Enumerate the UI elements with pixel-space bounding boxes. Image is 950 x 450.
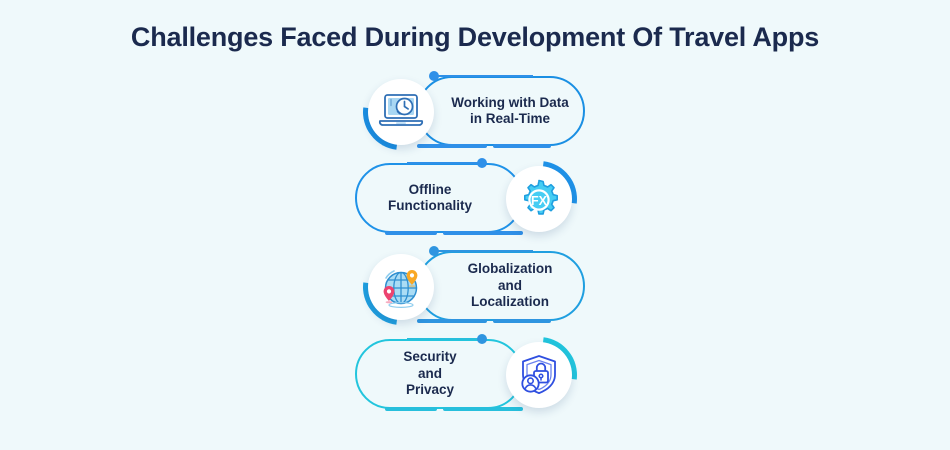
accent-line-right bbox=[493, 144, 551, 148]
challenge-card-offline-functionality[interactable]: FX Offline Functionality bbox=[355, 145, 593, 253]
card-label: Offline Functionality bbox=[363, 163, 497, 233]
globe-pins-icon bbox=[377, 264, 425, 310]
connector-dot bbox=[477, 334, 487, 344]
accent-line-left bbox=[385, 231, 437, 235]
connector-top-line bbox=[407, 162, 485, 164]
connector-dot bbox=[429, 71, 439, 81]
accent-line-right bbox=[443, 407, 523, 411]
card-label: Working with Data in Real-Time bbox=[443, 76, 577, 146]
accent-line-left bbox=[417, 319, 487, 323]
card-label-line: Localization bbox=[470, 294, 549, 310]
challenge-card-working-with-data[interactable]: Working with Data in Real-Time bbox=[347, 58, 585, 166]
accent-line-right bbox=[443, 231, 523, 235]
card-label-line: in Real-Time bbox=[469, 111, 551, 126]
card-label: Security and Privacy bbox=[363, 339, 497, 409]
accent-line-left bbox=[417, 144, 487, 148]
card-label-line: Working with Data bbox=[451, 94, 569, 110]
card-label-line: and bbox=[417, 365, 442, 381]
card-icon-badge bbox=[347, 233, 455, 341]
shield-lock-user-icon bbox=[516, 352, 562, 398]
challenge-card-globalization[interactable]: Globalization and Localization bbox=[347, 233, 585, 341]
page-title: Challenges Faced During Development Of T… bbox=[130, 22, 820, 52]
connector-dot bbox=[477, 158, 487, 168]
card-label: Globalization and Localization bbox=[443, 251, 577, 321]
badge-disc bbox=[368, 254, 434, 320]
card-icon-badge bbox=[347, 58, 455, 166]
laptop-clock-icon bbox=[378, 92, 424, 132]
badge-disc: FX bbox=[506, 166, 572, 232]
accent-line-left bbox=[385, 407, 437, 411]
connector-top-line bbox=[407, 338, 485, 340]
connector-top-line bbox=[433, 250, 533, 252]
card-label-line: Privacy bbox=[405, 382, 455, 398]
card-label-line: and bbox=[497, 277, 522, 293]
challenges-list: Working with Data in Real-Time FX bbox=[347, 58, 595, 429]
connector-top-line bbox=[433, 75, 533, 77]
accent-line-right bbox=[493, 319, 551, 323]
badge-disc bbox=[506, 342, 572, 408]
card-icon-badge: FX bbox=[485, 145, 593, 253]
svg-text:FX: FX bbox=[531, 194, 548, 208]
challenge-card-security-privacy[interactable]: Security and Privacy bbox=[355, 321, 593, 429]
card-label-line: Globalization bbox=[467, 261, 553, 277]
card-label-line: Security bbox=[403, 349, 457, 365]
card-label-line: Functionality bbox=[388, 198, 472, 213]
gear-fx-icon: FX bbox=[515, 175, 563, 223]
connector-dot bbox=[429, 246, 439, 256]
card-icon-badge bbox=[485, 321, 593, 429]
badge-disc bbox=[368, 79, 434, 145]
card-label-line: Offline bbox=[408, 181, 452, 197]
